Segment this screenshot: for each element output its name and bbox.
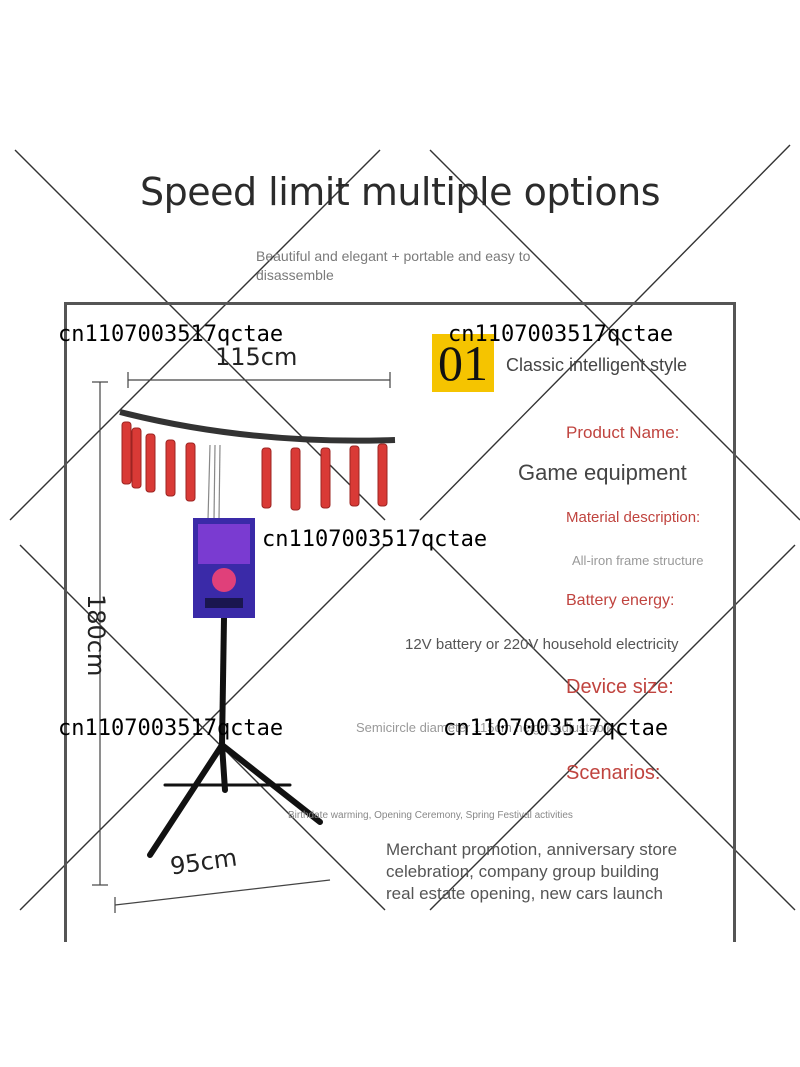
watermark: cn1107003517qctae	[448, 322, 674, 347]
material-label: Material description:	[566, 509, 701, 526]
battery-value: 12V battery or 220V household electricit…	[405, 636, 679, 653]
device-size-label: Device size:	[566, 676, 674, 698]
dimension-width: 115cm	[215, 343, 298, 371]
watermark: cn1107003517qctae	[58, 322, 284, 347]
headline: Speed limit multiple options	[139, 170, 661, 214]
product-name-label: Product Name:	[566, 423, 680, 442]
scenarios-label: Scenarios:	[566, 762, 661, 784]
product-name-value: Game equipment	[518, 460, 687, 485]
watermark: cn1107003517qctae	[262, 527, 488, 552]
dimension-height: 180cm	[82, 594, 110, 677]
watermark: cn1107003517qctae	[58, 716, 284, 741]
scenario-line: Merchant promotion, anniversary store	[386, 840, 678, 859]
scenario-line: celebration, company group building	[386, 862, 660, 881]
watermark: cn1107003517qctae	[443, 716, 669, 741]
product-panel	[64, 302, 736, 942]
style-number-badge: 01	[432, 334, 494, 392]
scenarios-list: Merchant promotion, anniversary store ce…	[386, 839, 677, 905]
material-value: All-iron frame structure	[572, 553, 704, 568]
scenario-line: real estate opening, new cars launch	[386, 884, 663, 903]
style-name: Classic intelligent style	[506, 355, 688, 375]
scenarios-small-text: Birthdate warming, Opening Ceremony, Spr…	[288, 810, 573, 821]
subline: Beautiful and elegant + portable and eas…	[256, 248, 531, 283]
device-size-value: Semicircle diameter 115cm height adjusta…	[356, 720, 614, 735]
battery-label: Battery energy:	[566, 592, 675, 609]
